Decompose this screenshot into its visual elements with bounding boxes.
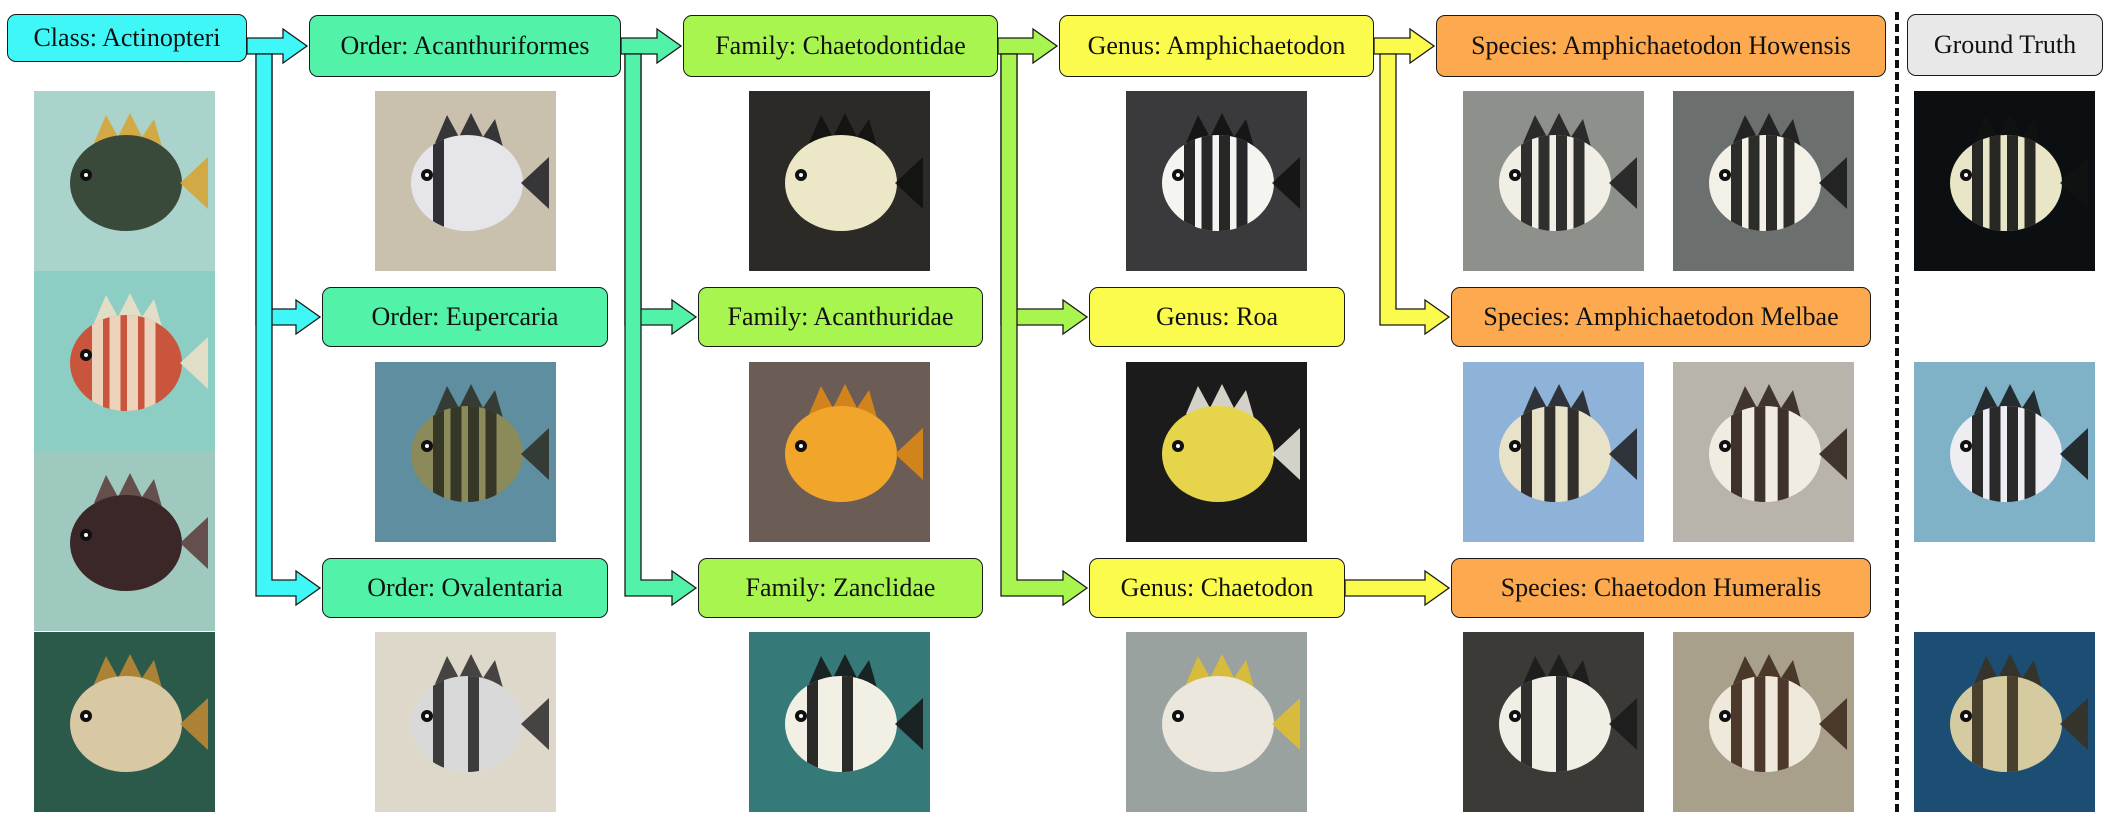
species-melbae-image-2: [1673, 362, 1854, 542]
class-sample-image-1: [34, 91, 215, 271]
species-node-amphichaetodon-melbae: Species: Amphichaetodon Melbae: [1451, 287, 1871, 347]
species-howensis-image-2: [1673, 91, 1854, 271]
branch-arrow: [1379, 53, 1451, 336]
species-humeralis-image-1: [1463, 632, 1644, 812]
family-node-zanclidae: Family: Zanclidae: [698, 558, 983, 618]
genus-amphichaetodon-image: [1126, 91, 1307, 271]
family-node-acanthuridae: Family: Acanthuridae: [698, 287, 983, 347]
order-node-eupercaria: Order: Eupercaria: [322, 287, 608, 347]
species-humeralis-image-2: [1673, 632, 1854, 812]
species-node-amphichaetodon-howensis: Species: Amphichaetodon Howensis: [1436, 15, 1886, 77]
family-chaetodontidae-image: [749, 91, 930, 271]
class-sample-image-4: [34, 631, 215, 813]
order-ovalentaria-image: [375, 632, 556, 812]
genus-node-amphichaetodon: Genus: Amphichaetodon: [1059, 15, 1374, 77]
genus-chaetodon-image: [1126, 632, 1307, 812]
ground-truth-image-1: [1914, 91, 2095, 271]
order-acanthuriformes-image: [375, 91, 556, 271]
order-eupercaria-image: [375, 362, 556, 542]
family-acanthuridae-image: [749, 362, 930, 542]
family-zanclidae-image: [749, 632, 930, 812]
branch-arrow: [255, 53, 322, 607]
genus-node-roa: Genus: Roa: [1089, 287, 1345, 347]
genus-node-chaetodon: Genus: Chaetodon: [1089, 558, 1345, 618]
straight-arrow: [246, 27, 309, 65]
order-node-acanthuriformes: Order: Acanthuriformes: [309, 15, 621, 77]
ground-truth-header: Ground Truth: [1907, 14, 2103, 76]
species-melbae-image-1: [1463, 362, 1644, 542]
class-sample-image-3: [34, 451, 215, 631]
straight-arrow: [1344, 569, 1451, 607]
branch-arrow: [624, 53, 698, 607]
order-node-ovalentaria: Order: Ovalentaria: [322, 558, 608, 618]
ground-truth-image-2: [1914, 362, 2095, 542]
family-node-chaetodontidae: Family: Chaetodontidae: [683, 15, 998, 77]
class-node: Class: Actinopteri: [7, 14, 247, 62]
branch-arrow: [1000, 53, 1089, 607]
ground-truth-image-3: [1914, 632, 2095, 812]
class-sample-image-2: [34, 271, 215, 451]
ground-truth-separator: [1895, 12, 1899, 812]
species-howensis-image-1: [1463, 91, 1644, 271]
species-node-chaetodon-humeralis: Species: Chaetodon Humeralis: [1451, 558, 1871, 618]
genus-roa-image: [1126, 362, 1307, 542]
